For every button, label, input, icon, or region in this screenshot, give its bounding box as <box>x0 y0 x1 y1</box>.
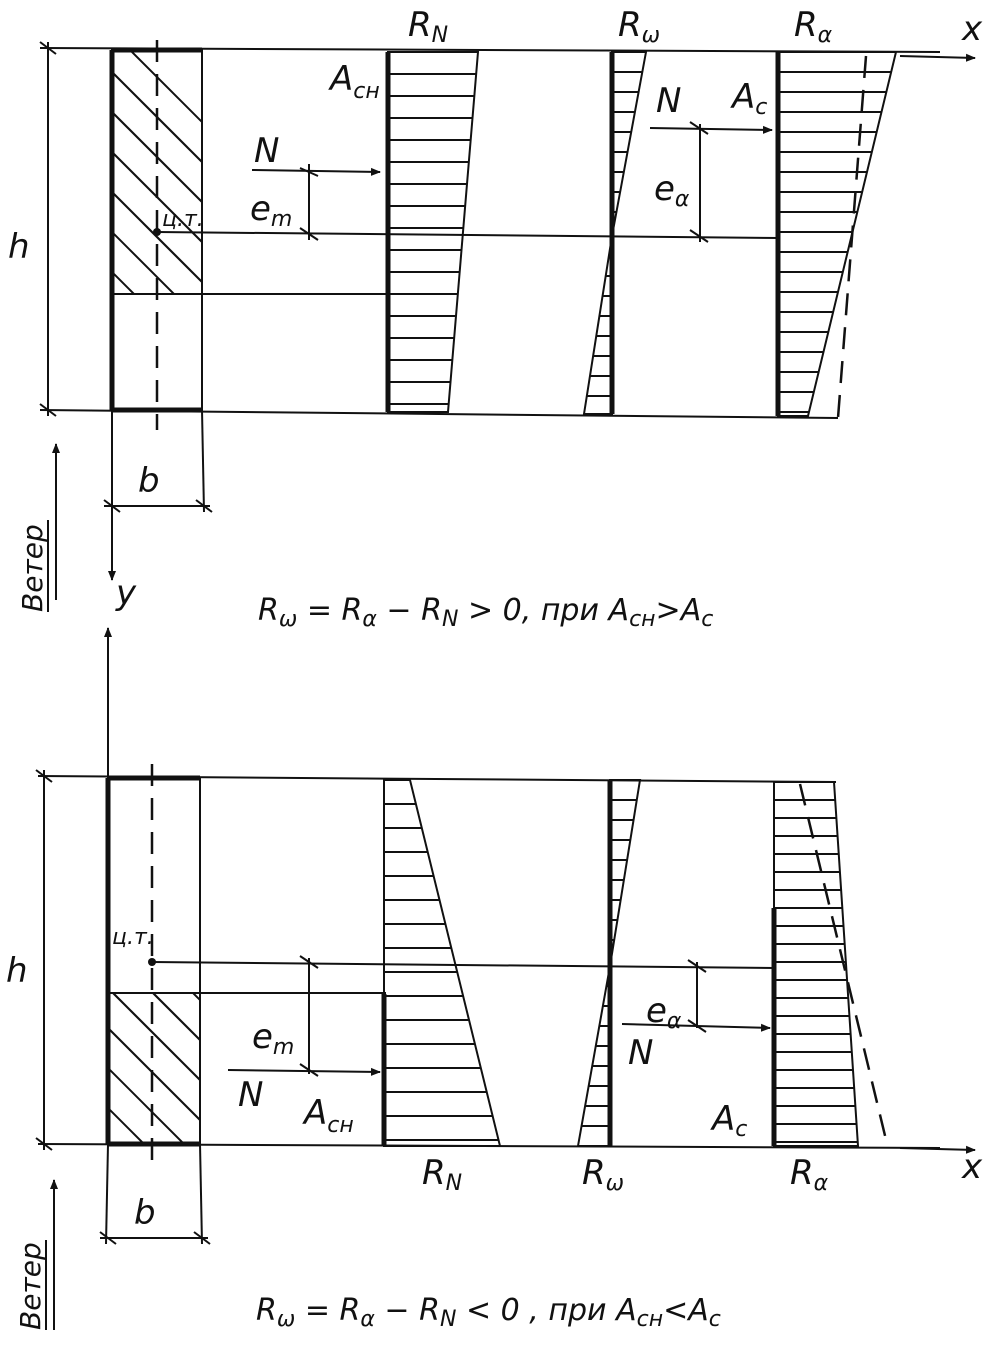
top-centroid-label: ц.т. <box>162 207 204 232</box>
bottom-N2-label: N <box>628 1033 653 1073</box>
top-x-axis-arrow <box>899 53 976 62</box>
top-x-label: x <box>961 9 983 49</box>
top-b-label: b <box>138 461 160 501</box>
top-N-force-arrow <box>251 167 381 176</box>
top-RN-label: RN <box>408 5 448 48</box>
bottom-Ralpha-hatch <box>774 799 858 1143</box>
y-axis-label: y <box>115 573 137 613</box>
top-N2-label: N <box>656 81 681 121</box>
top-Ac-label: Ac <box>730 77 767 120</box>
bottom-Ralpha-dashed <box>798 783 890 1149</box>
top-diagram: RN Rω Rα x Aсн N em ц.т. N Ac eα h b y В… <box>8 5 983 632</box>
bottom-N-force-arrow <box>227 1067 381 1076</box>
bottom-Romega-upper <box>609 779 642 967</box>
bottom-ealpha-label: eα <box>646 991 682 1034</box>
bottom-Ac-label: Ac <box>710 1099 747 1142</box>
top-Ralpha-dashed <box>836 55 868 419</box>
top-Romega-lower <box>582 235 613 415</box>
bottom-centroid-line <box>151 961 776 969</box>
top-ealpha-label: eα <box>654 169 690 212</box>
bottom-diagram: ц.т. h em N Aсн eα N Ac RN Rω Rα x b Вет… <box>6 627 983 1332</box>
top-Ralpha-hatch <box>778 71 892 413</box>
top-Romega-upper <box>611 51 648 237</box>
bottom-formula: Rω = Rα − RN < 0 , при Aсн<Ac <box>256 1293 721 1332</box>
bottom-centroid-label: ц.т. <box>112 925 154 950</box>
top-em-label: em <box>250 189 292 232</box>
bottom-b-label: b <box>134 1193 156 1233</box>
bottom-x-axis-arrow <box>899 1145 976 1154</box>
bottom-x-label: x <box>961 1147 983 1187</box>
top-RN-diagram <box>387 51 480 413</box>
top-Ralpha-diagram <box>777 51 898 417</box>
bottom-N-label: N <box>238 1075 263 1115</box>
top-Romega-label: Rω <box>618 5 660 48</box>
top-section-hatch <box>112 50 202 294</box>
bottom-Romega-hatch <box>581 799 637 1127</box>
top-Romega-hatch <box>586 71 643 397</box>
top-N-label: N <box>254 131 279 171</box>
bottom-RN-label: RN <box>422 1153 462 1196</box>
bottom-Ralpha-label: Rα <box>790 1153 829 1196</box>
top-h-label: h <box>8 227 30 267</box>
bottom-RN-hatch <box>384 803 499 1141</box>
top-Acn-label: Aсн <box>328 59 380 104</box>
top-Ralpha-label: Rα <box>794 5 833 48</box>
top-formula: Rω = Rα − RN > 0, при Aсн>Ac <box>258 593 713 632</box>
bottom-wind-label: Ветер <box>14 1242 47 1330</box>
bottom-Acn-label: Aсн <box>302 1093 354 1138</box>
bottom-em-label: em <box>252 1017 294 1060</box>
top-N2-force-arrow <box>649 125 773 134</box>
bottom-h-label: h <box>6 951 28 991</box>
bottom-Romega-lower <box>576 965 611 1147</box>
top-RN-hatch <box>388 73 477 405</box>
top-centroid-line <box>156 231 781 239</box>
bottom-Romega-label: Rω <box>582 1153 624 1196</box>
bottom-section-hatch <box>108 993 200 1144</box>
top-wind-label: Ветер <box>16 524 49 612</box>
